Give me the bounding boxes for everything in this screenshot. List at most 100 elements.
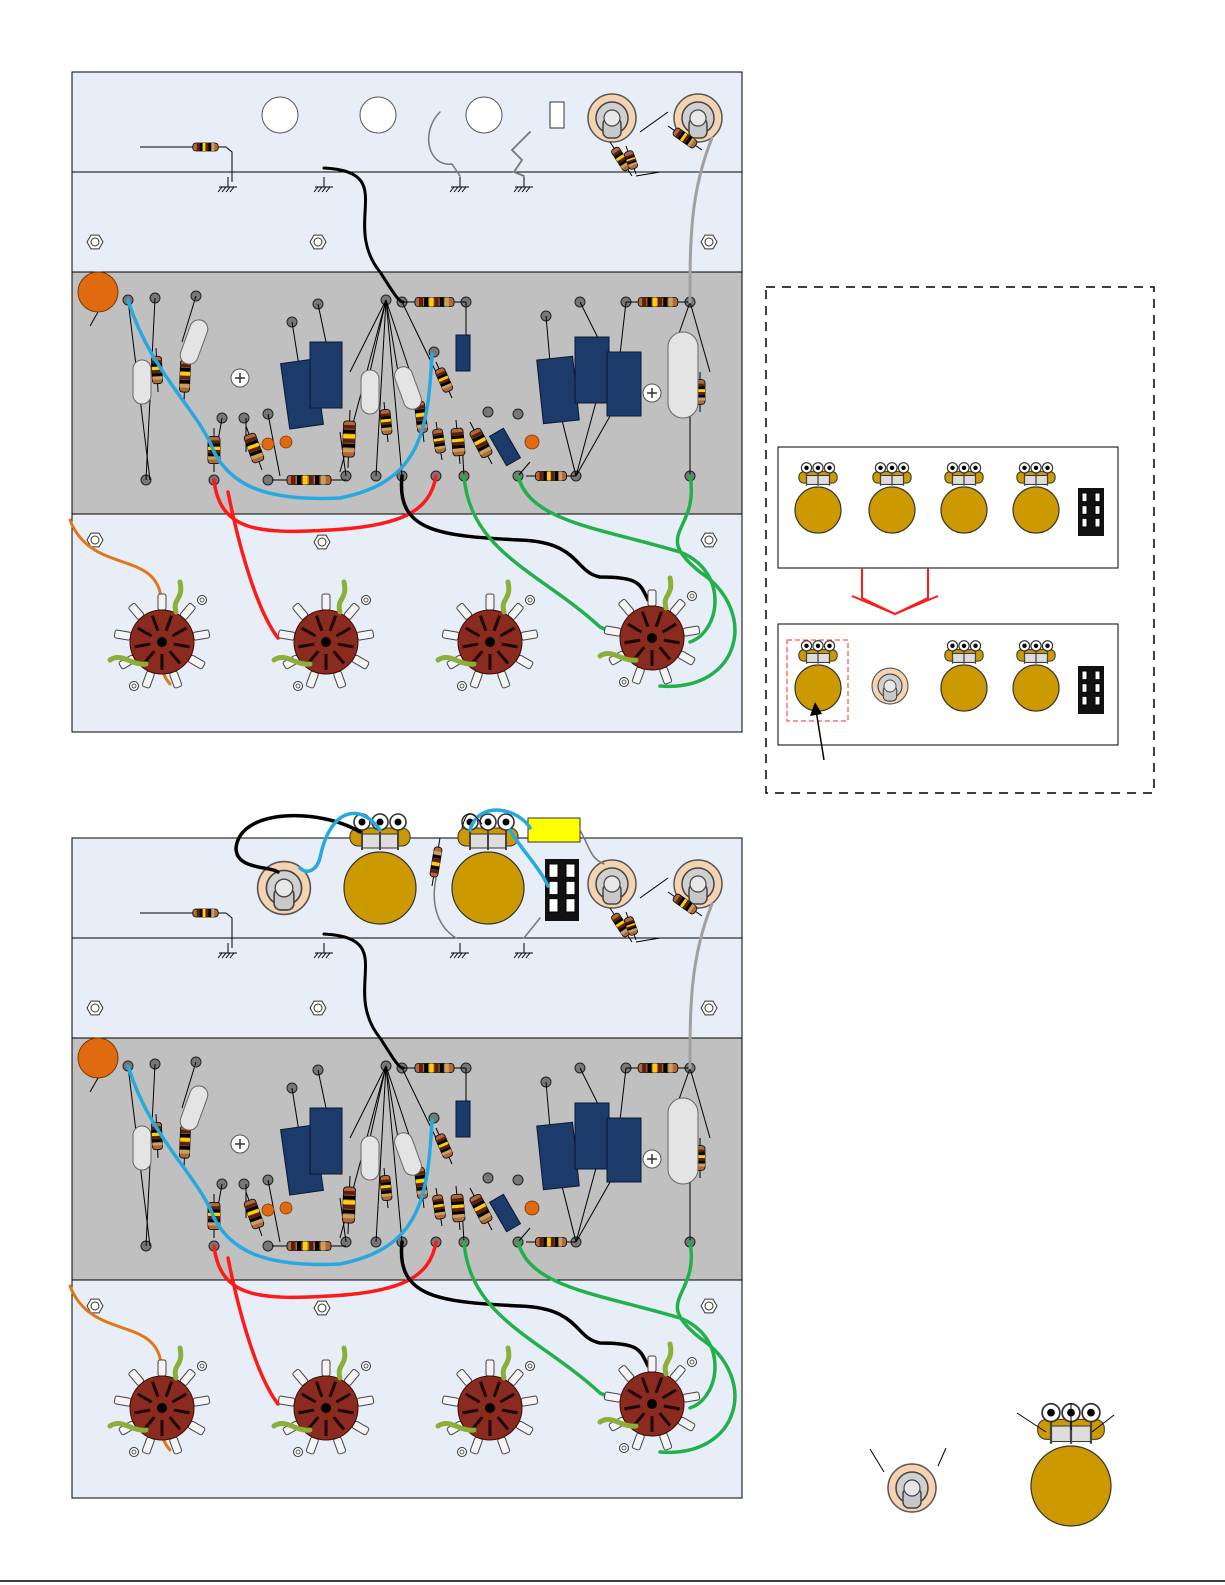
socket-center — [321, 637, 331, 647]
resistor-band — [343, 448, 355, 452]
screw — [643, 384, 661, 402]
socket-center — [157, 637, 167, 647]
resistor-band — [435, 1064, 439, 1073]
resistor-body — [536, 1238, 567, 1247]
jack-tip — [604, 110, 620, 126]
input-jack — [588, 94, 636, 142]
hex-nut — [310, 235, 326, 249]
resistor-band — [211, 909, 214, 917]
panel-pot — [941, 641, 987, 711]
panel-pot — [1013, 641, 1059, 711]
pot-lug-hole — [962, 466, 966, 470]
resistor-body — [287, 1242, 331, 1251]
resistor-band — [440, 1064, 444, 1073]
pot-body — [795, 487, 841, 533]
nut-outline — [310, 235, 326, 249]
switch-terminal — [1095, 518, 1100, 527]
jack-tip — [884, 680, 896, 692]
resistor-band — [309, 476, 314, 485]
small-nut — [620, 678, 629, 687]
parts-legend — [870, 1403, 1114, 1526]
panel-slot — [550, 102, 564, 128]
hex-nut — [314, 535, 330, 549]
socket-pin — [158, 594, 166, 610]
resistor-band — [180, 1138, 190, 1142]
eyelet — [483, 1173, 493, 1183]
resistor-band — [180, 1146, 190, 1150]
resistor-band — [343, 1200, 355, 1204]
pot-body — [941, 487, 987, 533]
pot-body — [1013, 487, 1059, 533]
switch-terminal — [1095, 671, 1100, 680]
resistor-band — [419, 298, 423, 307]
socket-center — [647, 633, 657, 643]
hex-nut — [310, 1001, 326, 1015]
resistor-band — [152, 376, 162, 380]
resistor-band — [669, 298, 673, 307]
pot-body — [869, 487, 915, 533]
socket-pin — [322, 594, 330, 610]
hex-nut — [701, 533, 717, 547]
resistor-band — [445, 298, 449, 307]
screw — [643, 1150, 661, 1168]
resistor-band — [440, 298, 444, 307]
resistor-body — [342, 1187, 355, 1223]
resistor-band — [211, 143, 214, 151]
electrolytic-body — [361, 370, 379, 414]
legend-leader — [938, 1448, 946, 1466]
switch-terminal — [1082, 518, 1087, 527]
panel-pot — [795, 463, 841, 533]
resistor-band — [321, 476, 326, 485]
pot-lug-hole — [359, 819, 366, 826]
resistor-band — [343, 434, 355, 438]
pin-lug — [322, 594, 330, 610]
resistor-band — [200, 143, 203, 151]
resistor-band — [208, 909, 211, 917]
tone-pot — [452, 814, 524, 924]
socket-pin — [486, 594, 494, 610]
original-panel-row — [778, 447, 1118, 568]
socket-center — [321, 1403, 331, 1413]
small-nut — [198, 1362, 207, 1371]
pot-lug-hole — [485, 819, 492, 826]
pot-lug-hole — [1034, 644, 1038, 648]
pot-body — [795, 665, 841, 711]
disc-capacitor — [262, 1204, 274, 1216]
disc-capacitor — [280, 1202, 292, 1214]
electrolytic-capacitor — [133, 1126, 151, 1170]
pot-lug-hole — [878, 466, 882, 470]
small-nut — [688, 592, 697, 601]
resistor-band — [647, 1064, 651, 1073]
arrow-head — [852, 596, 895, 614]
small-nut — [198, 596, 207, 605]
film-capacitor — [310, 342, 342, 408]
power-capacitor — [78, 1038, 118, 1078]
hex-nut — [87, 235, 103, 249]
screw — [231, 1135, 249, 1153]
pot-lug-hole — [1047, 1409, 1055, 1417]
resistor-band — [180, 380, 190, 384]
resistor-band — [343, 1205, 355, 1209]
pot-lug-hole — [804, 644, 808, 648]
resistor-band — [647, 298, 651, 307]
switch-terminal — [1082, 493, 1087, 502]
pot-lug-hole — [804, 466, 808, 470]
resistor-band — [343, 429, 355, 433]
resistor-band — [343, 1191, 355, 1195]
pin-lug — [648, 1356, 656, 1372]
resistor-band — [343, 425, 355, 429]
nut-outline — [87, 1001, 103, 1015]
pot-lug-hole — [973, 644, 977, 648]
jack-tip — [690, 110, 706, 126]
resistor-band — [547, 1238, 550, 1247]
capacitor-body — [575, 1103, 609, 1169]
resistor-band — [180, 384, 190, 388]
nut-outline — [701, 1299, 717, 1313]
hex-nut — [701, 1001, 717, 1015]
socket-pin — [322, 1360, 330, 1376]
capacitor-body — [310, 342, 342, 408]
resistor-band — [669, 1064, 673, 1073]
pot-body — [452, 852, 524, 924]
nut-outline — [701, 235, 717, 249]
